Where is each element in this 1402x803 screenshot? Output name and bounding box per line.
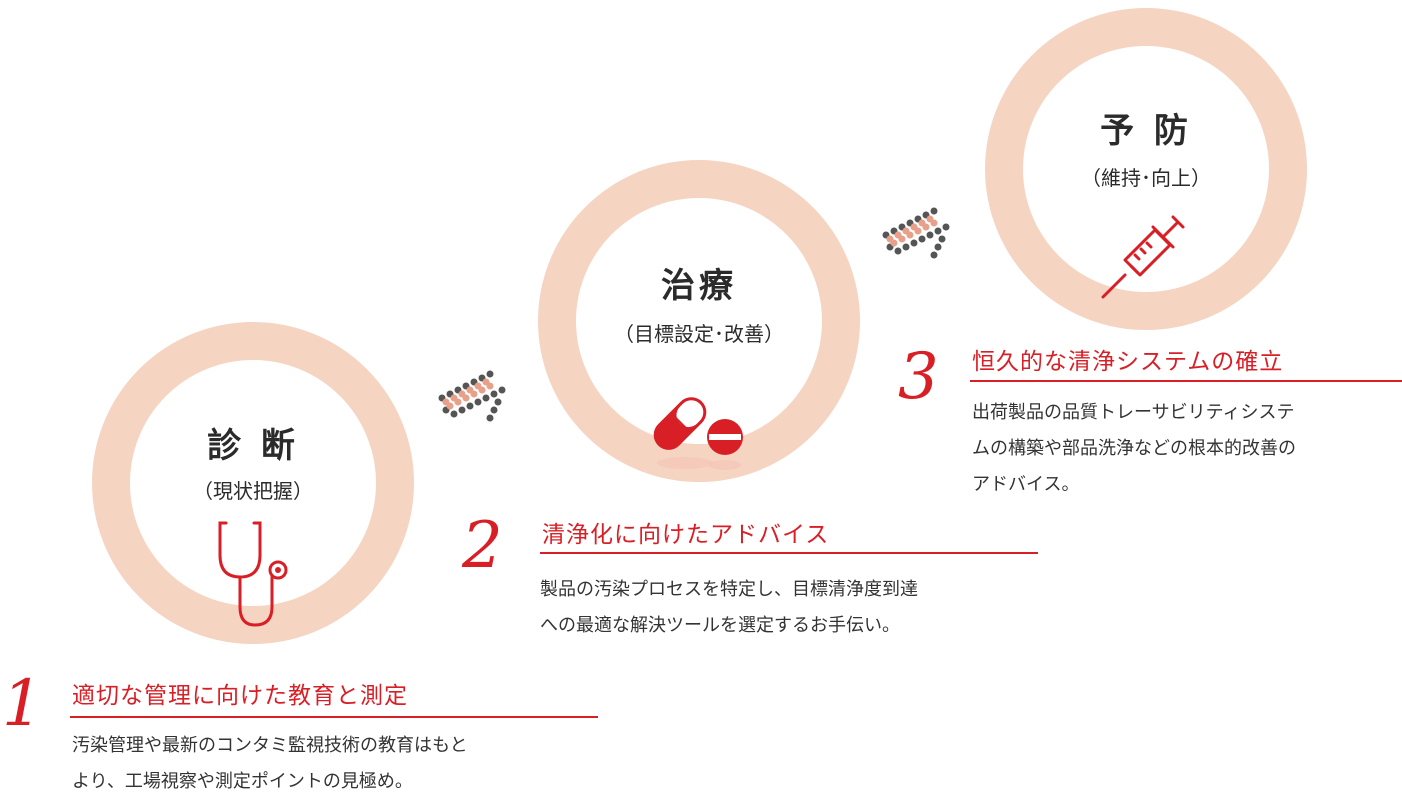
step-desc-3-line-1: 出荷製品の品質トレーサビリティシステ <box>972 402 1295 423</box>
step-number-3: 3 <box>898 340 939 414</box>
step-desc-1-line-1: 汚染管理や最新のコンタミ監視技術の教育はもと <box>72 735 468 756</box>
step-desc-1-line-2: より、工場視察や測定ポイントの見極め。 <box>72 771 413 792</box>
step-desc-2-line-1: 製品の汚染プロセスを特定し、目標清浄度到達 <box>540 579 918 600</box>
step-title-1: 適切な管理に向けた教育と測定 <box>72 683 408 709</box>
treatment-subtitle: （目標設定･改善） <box>614 322 784 346</box>
treatment-title: 治療 <box>661 266 737 306</box>
step-title-2: 清浄化に向けたアドバイス <box>542 522 830 548</box>
step-number-1: 1 <box>2 667 43 741</box>
capsule-pill-icon <box>653 397 743 470</box>
step-desc-2-line-2: への最適な解決ツールを選定するお手伝い。 <box>540 615 900 636</box>
arrow-icon-1 <box>438 370 506 422</box>
step-desc-3: 出荷製品の品質トレーサビリティシステ ムの構築や部品洗浄などの根本的改善の アド… <box>972 395 1402 503</box>
step-rule-3 <box>970 380 1402 382</box>
diagnosis-subtitle: （現状把握） <box>193 479 313 503</box>
diagnosis-title: 診 断 <box>207 426 299 466</box>
syringe-icon <box>1101 215 1185 299</box>
step-desc-2: 製品の汚染プロセスを特定し、目標清浄度到達 への最適な解決ツールを選定するお手伝… <box>540 572 1080 644</box>
step-rule-1 <box>70 716 598 718</box>
stethoscope-icon <box>218 521 288 627</box>
prevention-subtitle: （維持･向上） <box>1081 166 1211 190</box>
prevention-title: 予 防 <box>1100 111 1192 151</box>
step-title-3: 恒久的な清浄システムの確立 <box>972 349 1284 375</box>
step-number-2: 2 <box>462 509 503 583</box>
step-desc-3-line-3: アドバイス。 <box>972 474 1080 495</box>
arrow-icon-2 <box>882 207 950 259</box>
step-rule-2 <box>540 552 1038 554</box>
step-desc-1: 汚染管理や最新のコンタミ監視技術の教育はもと より、工場視察や測定ポイントの見極… <box>72 728 632 800</box>
step-desc-3-line-2: ムの構築や部品洗浄などの根本的改善の <box>972 438 1296 459</box>
